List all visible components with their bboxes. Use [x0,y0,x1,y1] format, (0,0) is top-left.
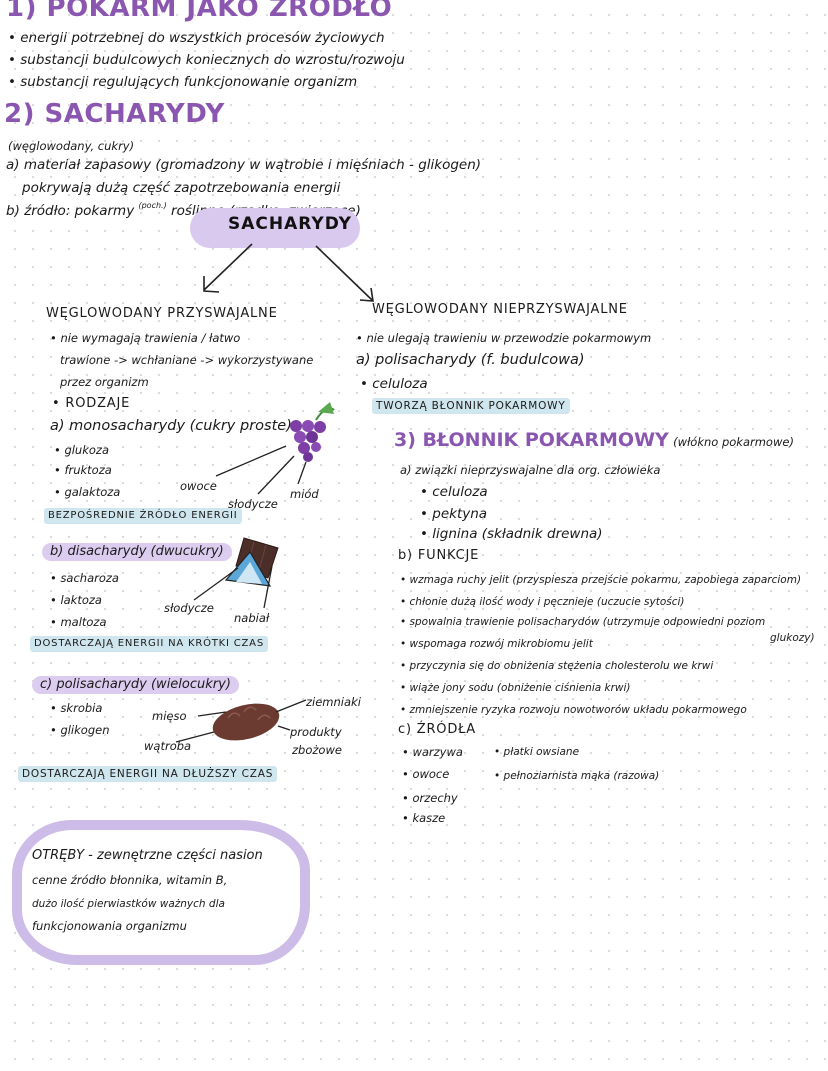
s3-c-right-1: • płatki owsiane [494,746,580,758]
left-branch-title: WĘGLOWODANY PRZYSWAJALNE [46,306,278,321]
otreby-line-2: cenne źródło błonnika, witamin B, [32,873,228,887]
di-title: b) disacharydy (dwucukry) [42,543,232,561]
arrow-right-icon [315,245,374,302]
mono-title: a) monosacharydy (cukry proste) [50,418,292,434]
point-b-prefix: b) źródło: pokarmy [6,203,135,219]
mono-item-2: • fruktoza [54,463,112,477]
section-2-point-a: a) materiał zapasowy (gromadzony w wątro… [6,157,482,173]
section-1-line-1: • energii potrzebnej do wszystkich proce… [8,30,385,46]
rodzaje-label: • RODZAJE [52,396,131,411]
left-line-3: przez organizm [60,375,149,389]
right-branch-title: WĘGLOWODANY NIEPRZYSWAJALNE [372,302,628,317]
s3-c-title: c) ŹRÓDŁA [398,722,476,737]
produkty-label-2: zbożowe [292,743,342,757]
mieso-label: mięso [152,709,187,723]
section-2-point-a2: pokrywają dużą część zapotrzebowania ene… [22,180,341,196]
mono-item-1: • glukoza [54,443,110,457]
right-line-1: • nie ulegają trawieniu w przewodzie pok… [356,331,652,345]
right-line-2: a) polisacharydy (f. budulcowa) [356,352,585,368]
s3-a-item-1: • celuloza [420,484,488,500]
section-2-title: 2) SACHARYDY [4,99,225,129]
left-line-1: • nie wymagają trawienia / łatwo [50,331,241,345]
owoce-label: owoce [180,479,217,493]
s3-b-glukozy: glukozy) [770,632,815,644]
section-3-heading: 3) BŁONNIK POKARMOWY (włókno pokarmowe) [394,429,794,451]
section-2-subtitle: (węglowodany, cukry) [8,139,135,153]
s3-b-item-4: • wspomaga rozwój mikrobiomu jelit [400,638,593,650]
s3-c-left-2: • owoce [402,767,450,781]
s3-c-left-3: • orzechy [402,791,458,805]
s3-b-item-3: • spowalnia trawienie polisacharydów (ut… [400,616,766,628]
di-item-3: • maltoza [50,615,107,629]
otreby-cloud [12,820,310,965]
di-item-1: • sacharoza [50,571,119,585]
central-title: SACHARYDY [228,214,352,234]
otreby-line-4: funkcjonowania organizmu [32,919,187,933]
central-highlight-blob [190,208,360,248]
s3-a-item-2: • pektyna [420,506,488,522]
miod-label: miód [290,487,319,501]
otreby-line-3: dużo ilość pierwiastków ważnych dla [32,898,225,910]
s3-b-item-1: • wzmaga ruchy jelit (przyspiesza przejś… [400,574,802,586]
left-line-2: trawione -> wchłaniane -> wykorzystywane [60,353,314,367]
di-summary-bar: DOSTARCZAJĄ ENERGII NA KRÓTKI CZAS [30,636,268,652]
section-3-title: 3) BŁONNIK POKARMOWY [394,429,669,451]
right-summary-bar: TWORZĄ BŁONNIK POKARMOWY [372,398,570,414]
section-1-title: 1) POKARM JAKO ŹRÓDŁO [6,0,393,23]
poli-title: c) polisacharydy (wielocukry) [32,676,239,694]
poli-summary-bar: DOSTARCZAJĄ ENERGII NA DŁUŻSZY CZAS [18,766,278,782]
s3-a-item-3: • lignina (składnik drewna) [420,526,603,542]
poli-connectors [175,699,307,743]
arrow-left-icon [203,243,253,293]
grapes-icon [290,402,335,462]
di-item-2: • laktoza [50,593,102,607]
di-slodycze-label: słodycze [164,601,214,615]
s3-b-item-5: • przyczynia się do obniżenia stężenia c… [400,660,714,672]
watroba-label: wątroba [144,739,192,753]
ziemniaki-label: ziemniaki [306,695,361,709]
bread-icon [212,703,280,741]
produkty-label-1: produkty [290,725,342,739]
nabial-label: nabiał [234,611,270,625]
mono-summary-bar: BEZPOŚREDNIE ŹRÓDŁO ENERGII [44,508,242,524]
point-b-note: (poch.) [138,201,167,210]
chocolate-icon [235,537,279,579]
slodycze-label: słodycze [228,497,278,511]
s3-a: a) związki nieprzyswajalne dla org. czło… [400,463,661,477]
s3-b-item-2: • chłonie dużą ilość wody i pęcznieje (u… [400,596,685,608]
right-line-3: • celuloza [360,376,428,392]
s3-b-title: b) FUNKCJE [398,548,480,563]
s3-c-left-1: • warzywa [402,745,463,759]
s3-c-right-2: • pełnoziarnista mąka (razowa) [494,770,660,782]
milk-carton-icon [224,550,272,587]
s3-c-left-4: • kasze [402,811,446,825]
mono-item-3: • galaktoza [54,485,121,499]
section-1-line-2: • substancji budulcowych koniecznych do … [8,52,405,68]
poli-item-1: • skrobia [50,701,103,715]
s3-b-item-7: • zmniejszenie ryzyka rozwoju nowotworów… [400,704,747,716]
otreby-line-1: OTRĘBY - zewnętrzne części nasion [32,848,263,863]
poli-item-2: • glikogen [50,723,110,737]
s3-b-item-6: • wiąże jony sodu (obniżenie ciśnienia k… [400,682,631,694]
section-3-title-note: (włókno pokarmowe) [673,435,794,449]
section-1-line-3: • substancji regulujących funkcjonowanie… [8,74,358,90]
